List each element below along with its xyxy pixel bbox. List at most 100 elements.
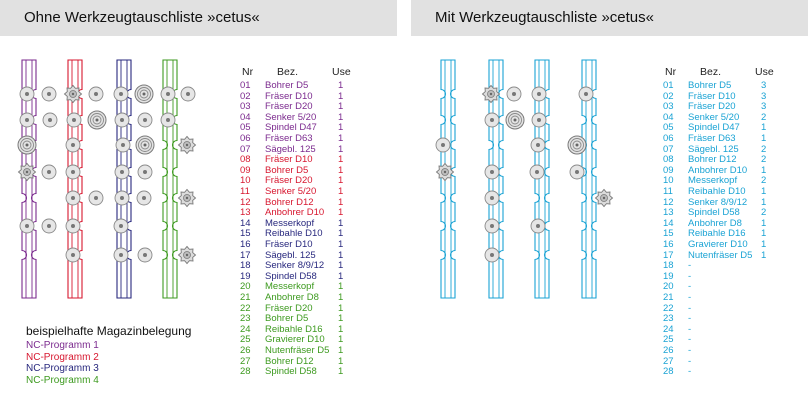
table-cell-use: 2 [761, 175, 767, 187]
face-mill-icon [134, 84, 154, 104]
table-cell-name: Anbohrer D8 [265, 292, 319, 303]
table-cell-nr: 06 [240, 133, 251, 144]
tool-holder-icon [530, 218, 546, 234]
face-mill-icon [505, 110, 525, 130]
table-cell-use: 1 [338, 260, 344, 272]
magazine-chain-strip [440, 59, 456, 299]
table-cell-use: 1 [338, 101, 344, 113]
table-cell-name: Spindel D58 [688, 207, 740, 219]
table-cell-name: Bohrer D5 [265, 313, 309, 325]
tool-holder-icon [65, 164, 81, 180]
tool-holder-icon [113, 86, 129, 102]
table-cell-nr: 20 [240, 281, 251, 293]
table-cell-name: Bohrer D5 [265, 164, 309, 176]
left-panel-title: Ohne Werkzeugtauschliste »cetus« [0, 0, 397, 36]
table-cell-use: 1 [338, 111, 344, 123]
table-cell-nr: 12 [663, 196, 674, 208]
tool-holder-icon [65, 218, 81, 234]
table-cell-use: 1 [761, 249, 767, 261]
table-cell-name: Messerkopf [265, 281, 315, 293]
tool-holder-icon [41, 86, 57, 102]
table-row: 22- [663, 303, 793, 314]
table-cell-name: - [688, 323, 692, 335]
table-cell-nr: 22 [240, 302, 251, 314]
table-cell-use: 1 [338, 334, 344, 346]
table-cell-nr: 14 [663, 217, 674, 229]
table-cell-name: - [688, 345, 692, 356]
table-cell-name: Spindel D58 [265, 270, 317, 282]
table-cell-use: 1 [761, 217, 767, 229]
tool-holder-icon [113, 247, 129, 263]
tool-holder-icon [114, 164, 130, 180]
legend: beispielhafte Magazinbelegung NC-Program… [26, 324, 191, 386]
table-header-use: Use [755, 66, 774, 78]
table-cell-name: Fräser D10 [265, 154, 313, 166]
table-cell-nr: 07 [663, 143, 674, 155]
table-cell-use: 2 [761, 111, 767, 123]
table-cell-nr: 28 [240, 366, 251, 378]
table-cell-nr: 19 [663, 270, 674, 282]
table-cell-name: - [688, 281, 692, 293]
table-row: 28- [663, 366, 793, 377]
table-cell-nr: 08 [663, 154, 674, 166]
table-cell-nr: 15 [240, 228, 251, 240]
tool-holder-icon [160, 86, 176, 102]
table-cell-nr: 21 [240, 292, 251, 303]
table-cell-nr: 13 [663, 207, 674, 219]
table-cell-name: Fräser D63 [265, 133, 313, 144]
tool-holder-icon [137, 112, 153, 128]
table-cell-nr: 26 [240, 345, 251, 356]
table-cell-use: 1 [338, 164, 344, 176]
table-cell-name: Gravierer D10 [688, 239, 748, 250]
table-cell-use: 1 [761, 186, 767, 197]
table-cell-use: 1 [338, 292, 344, 303]
table-cell-name: Fräser D20 [265, 175, 313, 187]
table-cell-name: - [688, 292, 692, 303]
table-header-bez: Bez. [277, 66, 299, 78]
right-tool-magazine-diagram [435, 59, 614, 299]
tool-holder-icon [65, 137, 81, 153]
table-cell-name: Reibahle D16 [688, 228, 746, 240]
table-cell-use: 1 [338, 186, 344, 197]
tool-holder-icon [484, 112, 500, 128]
tool-holder-icon [180, 86, 196, 102]
table-cell-name: Anbohrer D10 [265, 207, 325, 219]
tool-holder-icon [41, 164, 57, 180]
table-cell-use: 1 [338, 133, 344, 144]
table-cell-nr: 15 [663, 228, 674, 240]
table-cell-use: 1 [761, 133, 767, 144]
table-cell-nr: 17 [240, 249, 251, 261]
table-cell-name: Anbohrer D8 [688, 217, 742, 229]
tool-holder-icon [42, 112, 58, 128]
tool-holder-icon [137, 164, 153, 180]
face-mill-icon [87, 110, 107, 130]
table-row: 23- [663, 313, 793, 324]
tool-holder-icon [569, 164, 585, 180]
milling-cutter-icon [435, 162, 455, 182]
table-cell-use: 1 [338, 122, 344, 134]
table-cell-nr: 07 [240, 143, 251, 155]
table-cell-nr: 01 [240, 80, 251, 91]
table-cell-nr: 23 [663, 313, 674, 325]
table-row: 20- [663, 281, 793, 292]
tool-holder-icon [529, 164, 545, 180]
table-cell-nr: 03 [663, 101, 674, 113]
table-cell-nr: 21 [663, 292, 674, 303]
table-cell-nr: 01 [663, 80, 674, 91]
table-cell-nr: 05 [663, 122, 674, 134]
table-cell-nr: 27 [663, 355, 674, 367]
tool-holder-icon [114, 190, 130, 206]
tool-holder-icon [65, 247, 81, 263]
